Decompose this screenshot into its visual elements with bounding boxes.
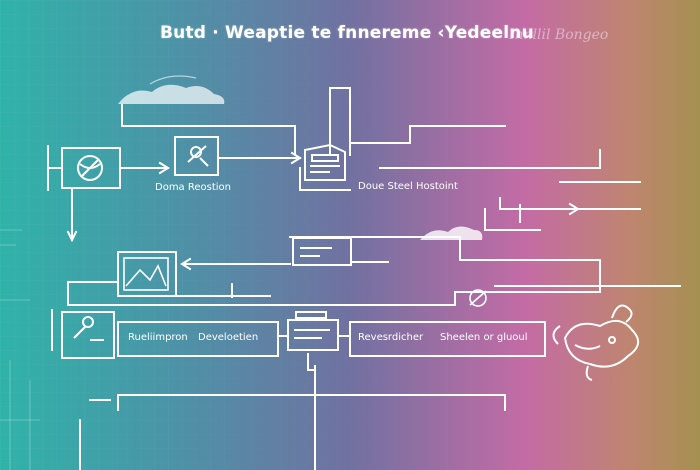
document-box — [287, 319, 339, 351]
label-revesrdicher: Revesrdicher — [358, 332, 424, 343]
label-doma-reostion: Doma Reostion — [155, 182, 232, 193]
face-icon — [552, 304, 639, 381]
image-icon — [123, 257, 169, 291]
diagram-title-faded: Innllil Bongeo — [509, 27, 609, 43]
image-box — [117, 251, 177, 297]
ruler-ticks — [0, 229, 40, 470]
tools-icon — [187, 145, 209, 167]
wrench-icon — [73, 316, 104, 341]
diagram-title: Butd · Weaptie te fnnereme ‹Yedeelnu — [160, 23, 534, 43]
cloud-icon — [118, 75, 483, 240]
folder-lines — [300, 247, 332, 257]
connector-mid — [289, 236, 601, 293]
connector-top-right — [329, 87, 506, 156]
compass-icon — [469, 289, 487, 307]
wrench-box — [61, 311, 115, 359]
label-doue-steel-hostoint: Doue Steel Hostoint — [358, 181, 458, 192]
revesrdicher-box — [349, 321, 546, 357]
tools-box — [174, 136, 219, 176]
connector-row1-right — [379, 149, 601, 169]
document-icon — [294, 311, 330, 339]
connector-bottom — [117, 394, 506, 411]
target-icon — [77, 155, 103, 181]
label-ruelimpron: Rueliimpron — [128, 332, 188, 343]
label-sheelen-or-gluoul: Sheelen or gluoul — [440, 332, 528, 343]
folder-icon — [304, 143, 346, 181]
folder-box — [292, 237, 352, 266]
connector-top-left — [121, 104, 296, 154]
ruelimpron-box — [117, 321, 279, 357]
label-develoetien: Develoetien — [198, 332, 259, 343]
